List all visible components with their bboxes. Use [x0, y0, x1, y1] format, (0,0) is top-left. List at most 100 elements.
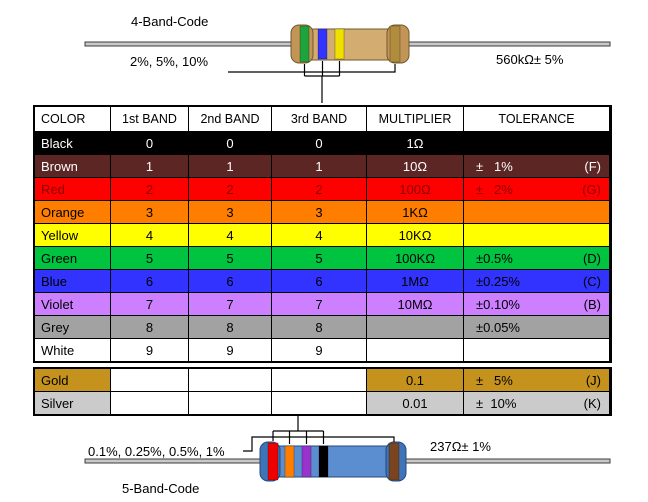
band2-cell: 4: [189, 224, 271, 246]
color-name-cell: Yellow: [35, 224, 110, 246]
band3-cell: 2: [272, 178, 366, 200]
band3-cell: 8: [272, 316, 366, 338]
column-header: 1st BAND: [111, 107, 188, 131]
tolerance-cell: [464, 339, 609, 361]
band3-cell: [272, 392, 366, 414]
five-band-tolerance-options-label: 0.1%, 0.25%, 0.5%, 1%: [88, 444, 225, 459]
column-header: 2nd BAND: [189, 107, 271, 131]
band1-cell: 5: [111, 247, 188, 269]
resistor-band-green: [299, 25, 310, 63]
tolerance-cell: ±0.5% (D): [464, 247, 609, 269]
tolerance-letter: (F): [584, 158, 601, 174]
color-name-cell: White: [35, 339, 110, 361]
band2-cell: 9: [189, 339, 271, 361]
color-name-cell: Red: [35, 178, 110, 200]
digit-bands-bracket: [272, 416, 325, 444]
band2-cell: 2: [189, 178, 271, 200]
five-band-code-label: 5-Band-Code: [122, 481, 200, 496]
column-header: MULTIPLIER: [367, 107, 463, 131]
tolerance-cell: ± 2% (G): [464, 178, 609, 200]
four-band-example-value-label: 560kΩ± 5%: [496, 52, 564, 67]
multiplier-cell: [367, 316, 463, 338]
band1-cell: 0: [111, 132, 188, 154]
multiplier-cell: 10MΩ: [367, 293, 463, 315]
tolerance-cell: [464, 132, 609, 154]
multiplier-cell: 0.01: [367, 392, 463, 414]
tolerance-value: ± 1%: [476, 158, 513, 174]
tolerance-cell: ± 1% (F): [464, 155, 609, 177]
multiplier-cell: 0.1: [367, 369, 463, 391]
band1-cell: 9: [111, 339, 188, 361]
band2-cell: [189, 392, 271, 414]
tolerance-value: ±0.5%: [476, 250, 513, 266]
band1-cell: [111, 392, 188, 414]
multiplier-cell: 100KΩ: [367, 247, 463, 269]
band1-cell: 6: [111, 270, 188, 292]
resistor-lead-right: [403, 458, 611, 464]
band2-cell: 3: [189, 201, 271, 223]
resistor-body: [261, 445, 405, 478]
color-name-cell: Green: [35, 247, 110, 269]
multiplier-cell: 10Ω: [367, 155, 463, 177]
band2-cell: 7: [189, 293, 271, 315]
band1-cell: 1: [111, 155, 188, 177]
tolerance-letter: (C): [582, 273, 601, 289]
tolerance-value: ±0.05%: [476, 319, 520, 335]
band3-cell: 1: [272, 155, 366, 177]
resistor-band-yellow: [334, 28, 345, 60]
tolerance-letter: (G): [582, 181, 601, 197]
band3-cell: [272, 369, 366, 391]
tolerance-letter: (D): [582, 250, 601, 266]
resistor-band-red: [267, 442, 279, 481]
resistor-band-brown: [388, 442, 400, 481]
band2-cell: 5: [189, 247, 271, 269]
band3-cell: 3: [272, 201, 366, 223]
tolerance-value: ±0.25%: [476, 273, 520, 289]
four-band-tolerance-options-label: 2%, 5%, 10%: [130, 54, 209, 69]
multiplier-cell: 1MΩ: [367, 270, 463, 292]
tolerance-cell: ± 10%(K): [464, 392, 609, 414]
tolerance-callout-line: [228, 64, 396, 73]
five-band-resistor-illustration: [84, 416, 611, 482]
color-table-extra: Gold 0.1± 5%(J) Silver 0.01± 10%(K): [33, 367, 612, 416]
digit-bands-bracket: [303, 61, 341, 103]
column-header: TOLERANCE: [464, 107, 609, 131]
color-name-cell: Blue: [35, 270, 110, 292]
band3-cell: 6: [272, 270, 366, 292]
band3-cell: 5: [272, 247, 366, 269]
column-header: 3rd BAND: [272, 107, 366, 131]
multiplier-cell: 100Ω: [367, 178, 463, 200]
five-band-example-value-label: 237Ω± 1%: [430, 439, 491, 454]
band1-cell: 2: [111, 178, 188, 200]
band2-cell: 8: [189, 316, 271, 338]
column-header: COLOR: [35, 107, 110, 131]
tolerance-value: ± 2%: [476, 181, 513, 197]
band1-cell: [111, 369, 188, 391]
tolerance-cell: ± 5%(J): [464, 369, 609, 391]
resistor-band-gold: [389, 25, 401, 63]
band3-cell: 9: [272, 339, 366, 361]
multiplier-cell: 10KΩ: [367, 224, 463, 246]
resistor-band-black: [318, 445, 329, 478]
tolerance-cell: [464, 201, 609, 223]
band2-cell: 6: [189, 270, 271, 292]
band3-cell: 4: [272, 224, 366, 246]
tolerance-callout-line: [243, 436, 395, 452]
resistor-lead-left: [84, 458, 263, 464]
band1-cell: 4: [111, 224, 188, 246]
color-name-cell: Silver: [35, 392, 110, 414]
color-name-cell: Gold: [35, 369, 110, 391]
tolerance-value: ±0.10%: [476, 296, 520, 312]
tolerance-cell: ±0.05%: [464, 316, 609, 338]
tolerance-cell: ±0.10%(B): [464, 293, 609, 315]
band3-cell: 7: [272, 293, 366, 315]
resistor-band-blue: [317, 28, 328, 60]
multiplier-cell: [367, 339, 463, 361]
tolerance-letter: (K): [583, 395, 601, 411]
four-band-code-label: 4-Band-Code: [131, 14, 209, 29]
color-name-cell: Black: [35, 132, 110, 154]
tolerance-cell: [464, 224, 609, 246]
color-name-cell: Brown: [35, 155, 110, 177]
band1-cell: 8: [111, 316, 188, 338]
